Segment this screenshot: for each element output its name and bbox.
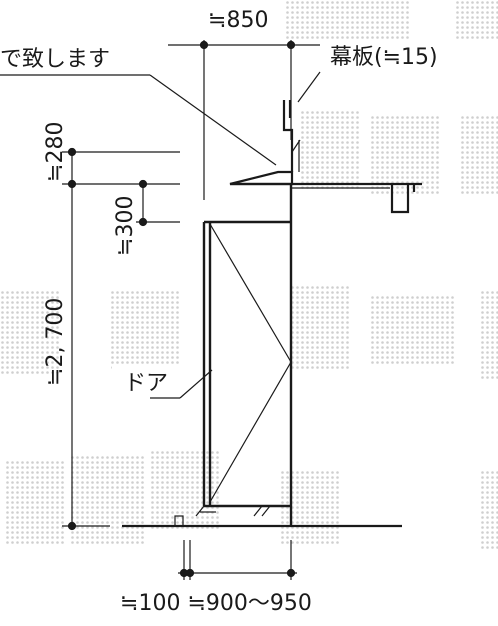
floor: [122, 505, 402, 528]
label-dim-280: ≒280: [43, 122, 68, 182]
watermark-pattern: [0, 0, 498, 550]
label-bottom-dims: ≒100 ≒900〜950: [120, 591, 312, 616]
makuita-leader: [297, 71, 321, 103]
door-swing-lines: [209, 223, 292, 503]
dimension-2700: [62, 147, 180, 531]
label-top-dim: ≒850: [208, 8, 268, 33]
label-dim-2700: ≒2, 700: [43, 298, 68, 386]
door-frame: [202, 184, 293, 526]
label-note: で致します: [0, 47, 110, 72]
dimension-300: [136, 179, 180, 227]
note-leader-diag: [149, 74, 277, 166]
dimension-bottom: [178, 540, 297, 580]
label-makuita: 幕板(≒15): [330, 45, 438, 70]
ceiling-structure: [229, 100, 422, 214]
door-leader-diag: [179, 369, 213, 399]
label-door: ドア: [124, 371, 168, 396]
dimension-850: [168, 40, 320, 200]
label-dim-300: ≒300: [113, 196, 138, 256]
